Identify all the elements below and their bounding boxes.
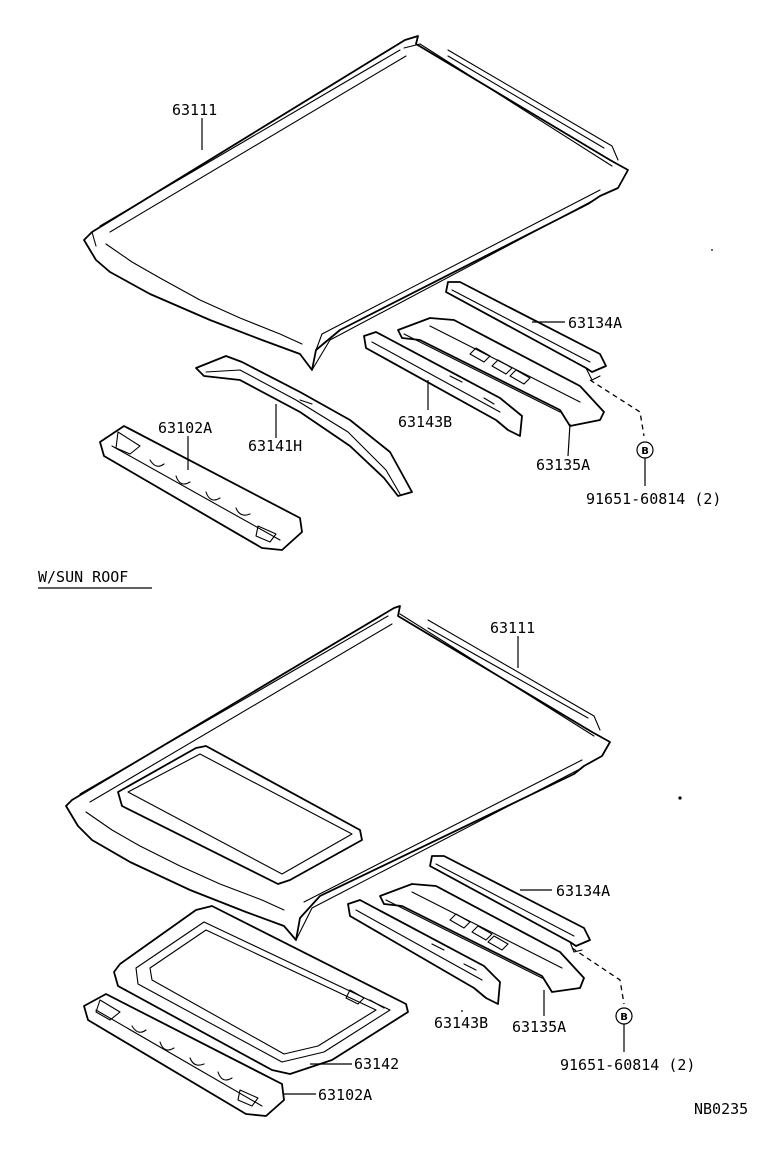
top-label-rail-center-b: 63143B — [398, 413, 452, 431]
top-bow-63141h — [195, 355, 413, 497]
bottom-roof-panel — [65, 605, 611, 941]
top-header-63102a — [99, 425, 303, 551]
bottom-label-sunroof-frame: 63142 — [354, 1055, 399, 1073]
bottom-label-roof-panel: 63111 — [490, 619, 535, 637]
bottom-header-63102a — [83, 993, 285, 1117]
speck-mark — [678, 796, 682, 800]
bottom-bolt-marker-letter: B — [620, 1012, 628, 1023]
top-rail-63135a — [397, 317, 605, 427]
top-rail-63134a — [445, 281, 607, 381]
bottom-label-rail-center-b: 63143B — [434, 1014, 488, 1032]
top-label-rail-rear: 63134A — [568, 314, 622, 332]
top-label-bolt: 91651-60814 (2) — [586, 490, 721, 508]
top-label-bow-front: 63141H — [248, 437, 302, 455]
section-label-sun-roof: W/SUN ROOF — [38, 568, 128, 586]
top-roof-panel — [83, 35, 629, 371]
bottom-rail-63143b — [347, 899, 501, 1005]
speck-mark — [711, 249, 713, 251]
top-label-header-front: 63102A — [158, 419, 212, 437]
top-label-rail-center-a: 63135A — [536, 456, 590, 474]
top-label-roof-panel: 63111 — [172, 101, 217, 119]
bottom-sunroof-frame-63142 — [113, 905, 409, 1075]
bottom-label-header-front: 63102A — [318, 1086, 372, 1104]
bottom-rail-63135a — [379, 883, 585, 993]
bottom-rail-63134a — [429, 855, 591, 953]
bottom-label-bolt: 91651-60814 (2) — [560, 1056, 695, 1074]
diagram-code: NB0235 — [694, 1100, 748, 1118]
top-bolt-marker-letter: B — [641, 446, 649, 457]
bottom-label-rail-rear: 63134A — [556, 882, 610, 900]
bottom-assembly: B 63111 63134A 63143B 63135A 63142 63102… — [65, 605, 695, 1117]
top-assembly: B 63111 63134A 63143B 63135A 63141H 6310… — [83, 35, 721, 551]
bottom-label-rail-center-a: 63135A — [512, 1018, 566, 1036]
top-rail-63143b — [363, 331, 523, 437]
